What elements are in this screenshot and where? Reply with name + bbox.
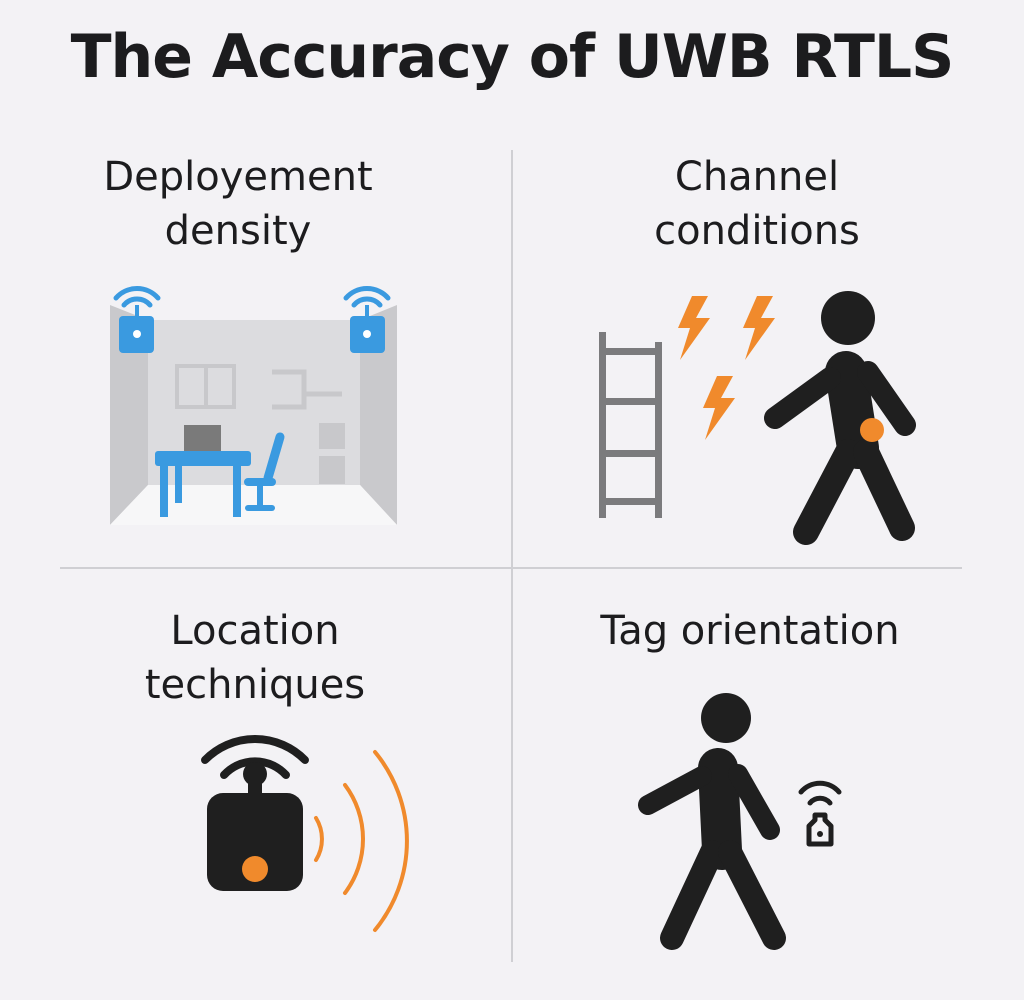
desk-icon	[155, 451, 251, 517]
window-icon	[175, 364, 236, 409]
laptop-icon	[184, 425, 221, 451]
label-line: Channel	[674, 154, 840, 200]
signal-waves-icon	[314, 750, 409, 932]
lightning-icon	[678, 296, 775, 440]
label-line: Tag orientation	[600, 608, 900, 654]
walking-person-icon	[764, 291, 916, 545]
label-line: Location	[170, 608, 340, 654]
label-tag-orientation: Tag orientation	[540, 604, 960, 658]
label-line: conditions	[654, 208, 860, 254]
uwb-tag-device-icon	[201, 734, 309, 891]
uwb-anchor-left-icon	[113, 286, 161, 353]
label-location-techniques: Location techniques	[45, 604, 465, 712]
ladder-icon	[599, 332, 662, 518]
label-deployment-density: Deployement density	[28, 150, 448, 258]
walking-person-icon	[638, 693, 786, 950]
body-tag-icon	[860, 418, 884, 442]
label-line: techniques	[144, 662, 366, 708]
room-illustration	[110, 286, 397, 525]
cabinet-icon	[319, 423, 345, 449]
uwb-anchor-right-icon	[343, 286, 391, 353]
shelf-icon	[272, 369, 342, 410]
label-channel-conditions: Channel conditions	[547, 150, 967, 258]
small-tag-icon	[798, 780, 842, 847]
label-line: density	[164, 208, 312, 254]
chair-icon	[244, 432, 285, 511]
label-line: Deployement	[103, 154, 373, 200]
page-title: The Accuracy of UWB RTLS	[70, 22, 955, 92]
